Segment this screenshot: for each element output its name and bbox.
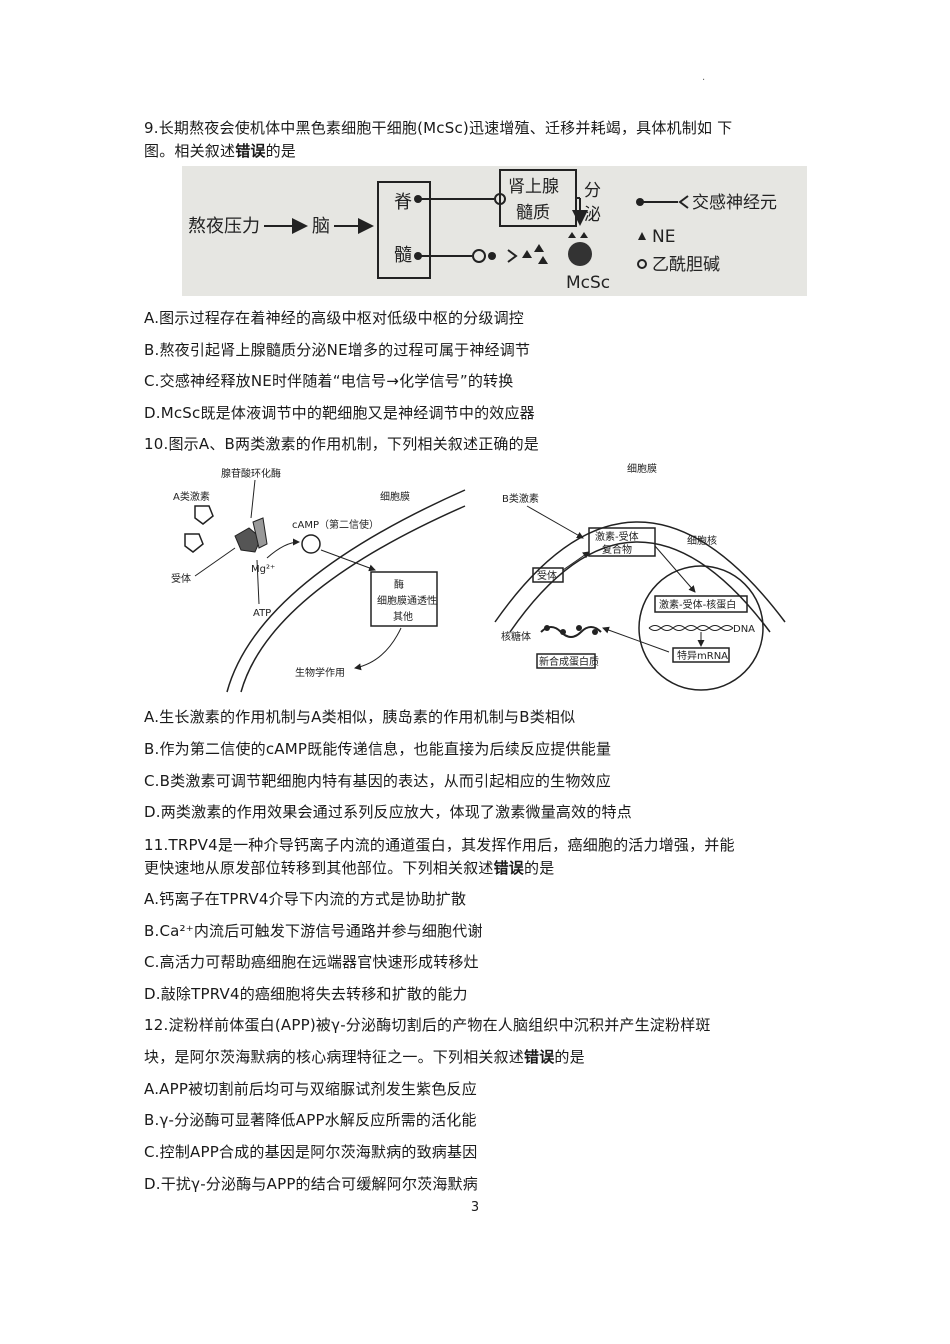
fig10-ribosome: 核糖体 (501, 630, 531, 643)
fig9-adrenal-1: 肾上腺 (508, 177, 559, 197)
q9-mechanism-figure: 熬夜压力 脑 脊 髓 肾上腺 髓质 分 泌 McSc 交感神经元 NE (182, 166, 807, 296)
q12-option-c: C.控制APP合成的基因是阿尔茨海默病的致病基因 (144, 1143, 478, 1161)
fig10-receptor-right: 受体 (537, 570, 557, 582)
fig10-receptor-left: 受体 (171, 573, 191, 585)
fig9-brain: 脑 (312, 216, 330, 237)
fig10-new-protein: 新合成蛋白质 (539, 655, 599, 668)
q9-stem-end: 的是 (265, 142, 297, 160)
fig10-mrna-box (672, 647, 730, 663)
q9-option-d: D.McSc既是体液调节中的靶细胞又是神经调节中的效应器 (144, 404, 535, 422)
fig10-enzyme: 腺苷酸环化酶 (221, 467, 281, 480)
q10-option-b: B.作为第二信使的cAMP既能传递信息，也能直接为后续反应提供能量 (144, 740, 612, 758)
q11-stem-line2: 更快速地从原发部位转移到其他部位。下列相关叙述错误的是 (144, 857, 554, 879)
fig10-dna: DNA (733, 624, 755, 635)
fig9-mcsc-cell (568, 242, 592, 266)
fig9-legend-ach: 乙酰胆碱 (652, 255, 720, 275)
fig9-secrete-1: 分 (584, 181, 601, 201)
fig10-membrane-right: 细胞膜 (627, 462, 657, 475)
fig9-stress: 熬夜压力 (188, 216, 260, 237)
fig10-receptor-right-box (532, 567, 564, 583)
q11-stem-text: 更快速地从原发部位转移到其他部位。下列相关叙述 (144, 859, 494, 877)
q12-keyword-wrong: 错误 (524, 1048, 555, 1066)
q11-option-c: C.高活力可帮助癌细胞在远端器官快速形成转移灶 (144, 953, 479, 971)
fig10-bio-effect: 生物学作用 (295, 666, 345, 679)
q12-stem-line2: 块，是阿尔茨海默病的核心病理特征之一。下列相关叙述错误的是 (144, 1046, 585, 1068)
fig10-membrane-left: 细胞膜 (380, 490, 410, 503)
fig10-atp: ATP (253, 608, 271, 619)
fig9-mcsc-label: McSc (566, 273, 610, 293)
q10-stem: 10.图示A、B两类激素的作用机制，下列相关叙述正确的是 (144, 435, 540, 453)
q11-keyword-wrong: 错误 (493, 859, 525, 877)
fig9-adrenal-2: 髓质 (516, 203, 550, 223)
fig10-camp: cAMP（第二信使） (292, 518, 379, 531)
fig10-a-hormone: A类激素 (173, 490, 210, 503)
fig10-complex-box (588, 527, 656, 557)
q11-option-a: A.钙离子在TPRV4介导下内流的方式是协助扩散 (144, 890, 467, 908)
q10-option-d: D.两类激素的作用效果会通过系列反应放大，体现了激素微量高效的特点 (144, 803, 632, 821)
q10-option-a: A.生长激素的作用机制与A类相似，胰岛素的作用机制与B类相似 (144, 708, 576, 726)
fig10-mg: Mg²⁺ (251, 564, 275, 575)
fig10-box-2: 细胞膜通透性 (377, 594, 437, 607)
fig9-legend-ne: NE (652, 227, 675, 247)
fig10-mrna: 特异mRNA (677, 650, 728, 662)
fig9-spinal-2: 髓 (394, 245, 412, 266)
q11-stem-end: 的是 (524, 859, 555, 877)
fig9-secrete-2: 泌 (584, 205, 601, 225)
fig9-legend-neuron: 交感神经元 (692, 193, 777, 213)
q10-option-c: C.B类激素可调节靶细胞内特有基因的表达，从而引起相应的生物效应 (144, 772, 611, 790)
fig10-b-hormone: B类激素 (502, 492, 539, 505)
q9-option-b: B.熬夜引起肾上腺髓质分泌NE增多的过程可属于神经调节 (144, 341, 531, 359)
q10-mechanism-figure: A类激素 腺苷酸环化酶 细胞膜 cAMP（第二信使） Mg²⁺ 受体 ATP 酶… (165, 462, 810, 694)
fig9-spinal-1: 脊 (394, 192, 412, 213)
q11-stem-line1: 11.TRPV4是一种介导钙离子内流的通道蛋白，其发挥作用后，癌细胞的活力增强，… (144, 836, 735, 854)
fig10-nuclear-complex: 激素-受体-核蛋白 (659, 598, 736, 611)
q9-stem-line1: 9.长期熬夜会使机体中黑色素细胞干细胞(McSc)迅速增殖、迁移并耗竭，具体机制… (144, 119, 733, 137)
fig9-spinal-box (377, 181, 431, 279)
q12-option-d: D.干扰γ-分泌酶与APP的结合可缓解阿尔茨海默病 (144, 1175, 478, 1193)
q11-option-d: D.敲除TPRV4的癌细胞将失去转移和扩散的能力 (144, 985, 468, 1003)
q12-stem-line1: 12.淀粉样前体蛋白(APP)被γ-分泌酶切割后的产物在人脑组织中沉积并产生淀粉… (144, 1016, 711, 1034)
page-number: 3 (470, 1200, 480, 1215)
q12-option-a: A.APP被切割前后均可与双缩脲试剂发生紫色反应 (144, 1080, 477, 1098)
q12-option-b: B.γ-分泌酶可显著降低APP水解反应所需的活化能 (144, 1111, 477, 1129)
q12-stem-end: 的是 (554, 1048, 585, 1066)
fig10-nucleus: 细胞核 (687, 534, 717, 547)
fig10-complex-1: 激素-受体 (595, 530, 639, 543)
fig10-box-1: 酶 (394, 578, 404, 591)
fig10-new-protein-box (536, 653, 596, 669)
q12-stem-text: 块，是阿尔茨海默病的核心病理特征之一。下列相关叙述 (144, 1048, 525, 1066)
q11-option-b: B.Ca²⁺内流后可触发下游信号通路并参与细胞代谢 (144, 922, 483, 940)
fig10-nucleus-circle (638, 565, 764, 691)
fig10-effect-box (370, 571, 438, 627)
fig10-nuclear-complex-box (654, 595, 748, 613)
corner-dot: . (702, 72, 706, 83)
q9-option-c: C.交感神经释放NE时伴随着“电信号→化学信号”的转换 (144, 372, 514, 390)
fig10-complex-2: 复合物 (602, 543, 632, 556)
q9-stem-text: 图。相关叙述 (144, 142, 236, 160)
fig10-box-3: 其他 (393, 610, 413, 623)
q9-option-a: A.图示过程存在着神经的高级中枢对低级中枢的分级调控 (144, 309, 524, 327)
q9-keyword-wrong: 错误 (235, 142, 266, 160)
q9-stem-line2: 图。相关叙述错误的是 (144, 140, 296, 162)
